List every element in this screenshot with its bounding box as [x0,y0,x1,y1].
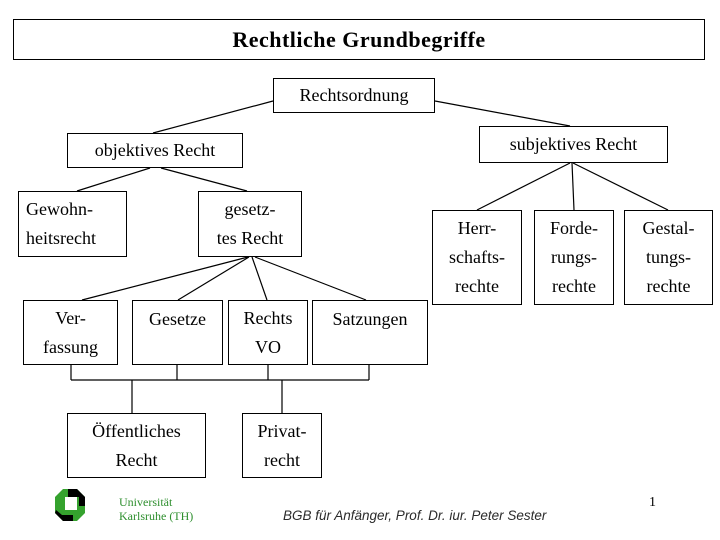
node-label-line: schafts- [449,247,505,267]
connector-line [76,167,151,192]
node-gesetze: Gesetze [132,300,223,365]
node-label-line: rechte [552,276,596,296]
node-label-line: Öffentliches [92,420,181,441]
page-number: 1 [649,495,656,510]
course-footer-text: BGB für Anfänger, Prof. Dr. iur. Peter S… [283,508,547,523]
slide-title: Rechtliche Grundbegriffe [13,19,705,60]
connector-line [476,162,571,211]
node-label-line: rechte [455,276,499,296]
node-privatrecht: Privat- recht [242,413,322,478]
node-label-line: fassung [43,336,98,357]
node-label: subjektives Recht [509,134,638,154]
node-label: Rechtsordnung [299,85,409,105]
node-gestaltungsrechte: Gestal- tungs- rechte [624,210,713,305]
node-label-line: Ver- [55,307,86,328]
node-label: Satzungen [332,309,408,329]
node-label-line: rungs- [551,247,597,267]
connector-line [81,256,249,301]
node-label-line: gesetz- [224,199,276,219]
node-subjektives-recht: subjektives Recht [479,126,668,163]
connector-line [434,100,571,127]
node-label: objektives Recht [94,140,216,160]
node-label-line: recht [264,449,300,470]
connector-line [152,100,274,134]
connector-line [572,162,669,211]
node-label-line: Forde- [550,218,598,238]
node-label-line: Rechts [243,307,293,328]
node-label-line: Gewohn- [26,199,93,219]
node-label-line: Recht [115,449,158,470]
node-label-line: Privat- [257,420,307,441]
node-forderungsrechte: Forde- rungs- rechte [534,210,614,305]
node-label-line: Gestal- [642,218,695,238]
node-label-line: VO [255,336,281,357]
university-name-line1: Universität [119,495,173,509]
node-herrschaftsrechte: Herr- schafts- rechte [432,210,522,305]
node-label-line: tungs- [646,247,691,267]
node-label-line: heitsrecht [26,228,96,248]
connector-line [571,162,575,211]
node-satzungen: Satzungen [312,300,428,365]
node-label-line: rechte [646,276,691,296]
connector-line [177,256,250,301]
university-name: Universität Karlsruhe (TH) [119,495,193,523]
node-objektives-recht: objektives Recht [67,133,243,168]
node-label-line: tes Recht [216,228,284,248]
node-gesetztes-recht: gesetz- tes Recht [198,191,302,257]
node-rechtsverordnung: Rechts VO [228,300,308,365]
node-gewohnheitsrecht: Gewohn- heitsrecht [18,191,127,257]
node-oeffentliches-recht: Öffentliches Recht [67,413,206,478]
connector-line [254,256,367,301]
node-label-line: Herr- [457,218,497,238]
node-rechtsordnung: Rechtsordnung [273,78,435,113]
node-label: Gesetze [149,309,206,329]
university-karlsruhe-logo-icon [55,489,85,521]
node-verfassung: Ver- fassung [23,300,118,365]
university-name-line2: Karlsruhe (TH) [119,509,194,523]
connector-line [251,256,268,301]
connector-line [160,167,248,192]
